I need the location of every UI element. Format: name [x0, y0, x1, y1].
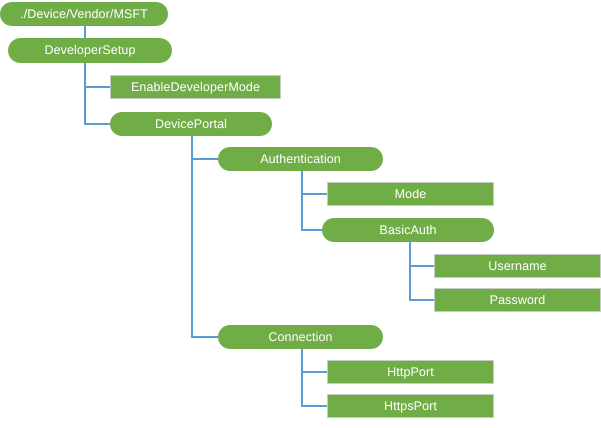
tree-node-root[interactable]: ./Device/Vendor/MSFT	[0, 2, 168, 26]
tree-node-label: Authentication	[260, 151, 341, 166]
tree-node-label: EnableDeveloperMode	[130, 79, 261, 94]
tree-node-label: BasicAuth	[379, 222, 437, 237]
tree-node-deviceportal[interactable]: DevicePortal	[110, 112, 272, 136]
tree-node-enabledevelopermode[interactable]: EnableDeveloperMode	[110, 75, 281, 99]
tree-node-mode[interactable]: Mode	[327, 182, 494, 206]
tree-node-connection[interactable]: Connection	[218, 325, 383, 349]
tree-node-label: Username	[488, 258, 547, 273]
tree-node-label: Password	[489, 292, 546, 307]
tree-node-developersetup[interactable]: DeveloperSetup	[8, 38, 172, 63]
tree-node-username[interactable]: Username	[434, 254, 601, 278]
tree-node-httpsport[interactable]: HttpsPort	[327, 394, 494, 418]
tree-node-authentication[interactable]: Authentication	[218, 147, 383, 171]
tree-node-label: Mode	[394, 186, 427, 201]
tree-node-label: Connection	[268, 329, 333, 344]
tree-node-label: ./Device/Vendor/MSFT	[20, 6, 148, 21]
tree-node-label: HttpPort	[387, 364, 434, 379]
tree-node-basicauth[interactable]: BasicAuth	[322, 218, 494, 242]
tree-node-label: DeveloperSetup	[44, 43, 136, 58]
tree-node-label: DevicePortal	[154, 116, 228, 131]
tree-node-label: HttpsPort	[384, 398, 437, 413]
tree-node-httpport[interactable]: HttpPort	[327, 360, 494, 384]
tree-node-password[interactable]: Password	[434, 288, 601, 312]
